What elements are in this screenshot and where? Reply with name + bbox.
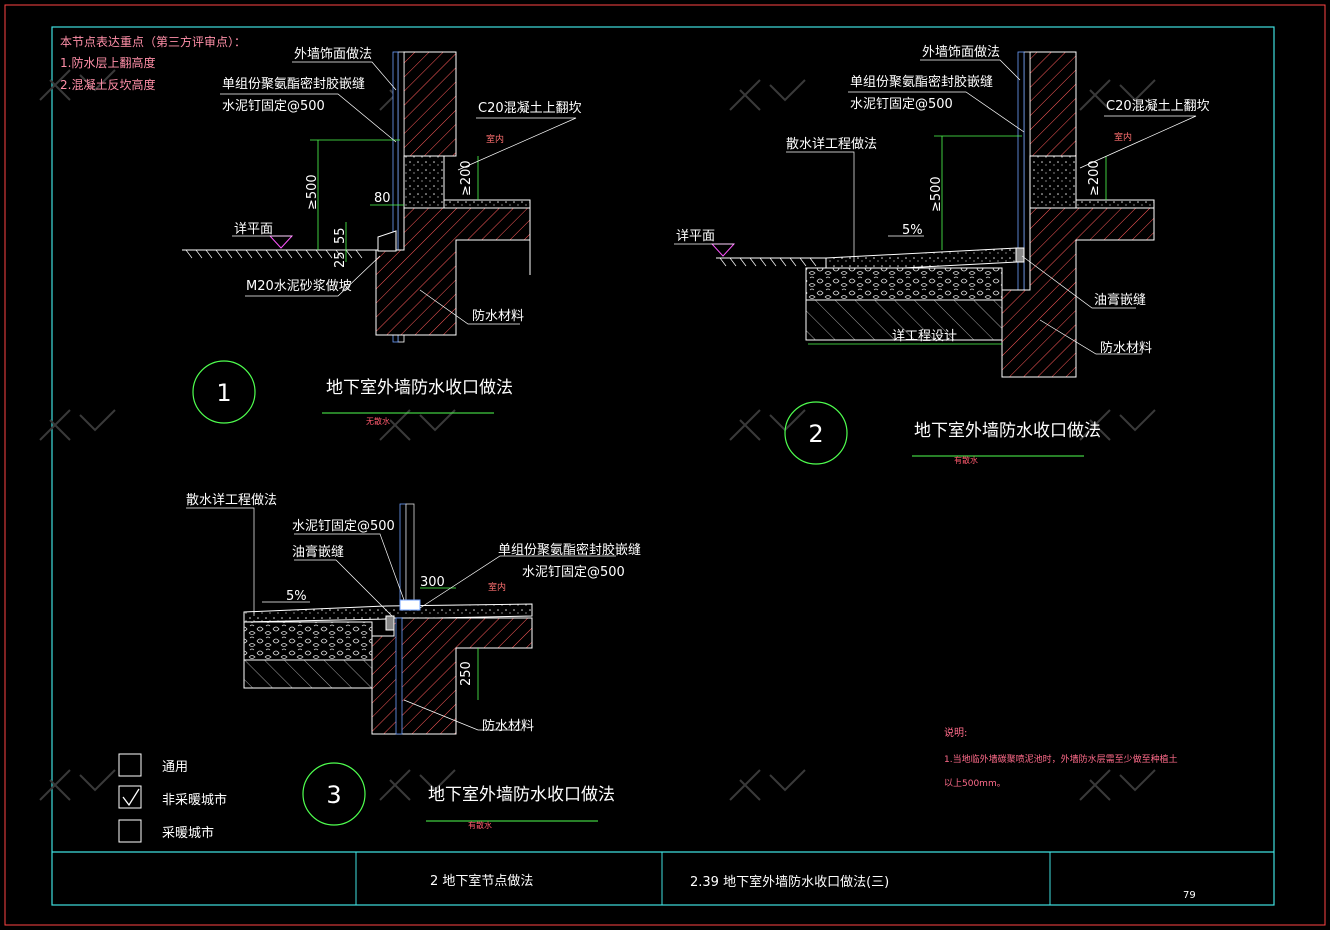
d3-indoor-label: 室内: [488, 581, 506, 593]
legend-label-2: 非采暖城市: [162, 792, 227, 808]
check-icon: [122, 788, 140, 807]
legend: 通用 非采暖城市 采暖城市: [118, 753, 227, 843]
key-points-title: 本节点表达重点（第三方评审点）：: [60, 34, 246, 49]
page-number: 79: [1183, 890, 1196, 901]
d2-design-label: 详工程设计: [892, 329, 957, 344]
d3-dim-300: 300: [420, 575, 445, 590]
notes-line-2: 以上500mm。: [944, 778, 1006, 789]
key-point-1: 1.防水层上翻高度: [60, 55, 155, 70]
d1-nail-label: 水泥钉固定@500: [222, 99, 325, 114]
d3-membrane-label: 防水材料: [482, 718, 534, 734]
d2-grade-label: 详平面: [676, 229, 715, 244]
legend-checkbox-3[interactable]: [118, 819, 142, 843]
d1-dim-25: 25: [333, 251, 348, 268]
d3-slope-label: 5%: [286, 589, 307, 604]
d3-asphalt-label: 油膏嵌缝: [292, 544, 344, 560]
d1-dim-height: ≥500: [305, 174, 320, 210]
d2-nail-label: 水泥钉固定@500: [850, 97, 953, 112]
d3-subtitle: 有散水: [468, 820, 492, 830]
d2-dim-height: ≥500: [929, 176, 944, 212]
d1-number: 1: [216, 379, 231, 407]
d1-indoor-label: 室内: [486, 133, 504, 145]
d1-dim-curb: ≥200: [459, 160, 474, 196]
detail-1: 外墙饰面做法 单组份聚氨酯密封胶嵌缝 水泥钉固定@500 C20混凝土上翻坎 室…: [182, 47, 582, 426]
d3-title: 地下室外墙防水收口做法: [428, 785, 615, 805]
key-point-2: 2.混凝土反坎高度: [60, 77, 155, 92]
d2-sealant-label: 单组份聚氨酯密封胶嵌缝: [850, 74, 993, 90]
d1-sealant-label: 单组份聚氨酯密封胶嵌缝: [222, 76, 365, 92]
d3-number: 3: [326, 781, 341, 809]
inner-frame: [51, 26, 1275, 906]
d1-membrane-label: 防水材料: [472, 308, 524, 324]
d1-mortar-label: M20水泥砂浆做坡: [246, 279, 352, 294]
d3-nail-label: 水泥钉固定@500: [522, 565, 625, 580]
d2-finish-label: 外墙饰面做法: [922, 45, 1000, 60]
d2-dim-curb: ≥200: [1087, 160, 1102, 196]
legend-checkbox-2[interactable]: [118, 785, 142, 809]
d1-dim-55: 55: [333, 227, 348, 244]
outer-frame: [4, 4, 1326, 926]
detail-3: 散水详工程做法 水泥钉固定@500 油膏嵌缝 单组份聚氨酯密封胶嵌缝 水泥钉固定…: [186, 493, 641, 830]
d1-subtitle: 无散水: [366, 416, 390, 426]
d2-curb-label: C20混凝土上翻坎: [1106, 98, 1210, 114]
d3-apron-label: 散水详工程做法: [186, 493, 277, 508]
d1-grade-label: 详平面: [234, 222, 273, 237]
title-block-drawing: 2.39 地下室外墙防水收口做法(三): [690, 874, 889, 890]
legend-checkbox-1[interactable]: [118, 753, 142, 777]
notes: 说明: 1.当地临外墙碳聚喷泥池时，外墙防水层需至少做至种植土 以上500mm。: [944, 726, 1178, 789]
d1-curb-label: C20混凝土上翻坎: [478, 100, 582, 116]
d3-nail-top-label: 水泥钉固定@500: [292, 519, 395, 534]
d1-title: 地下室外墙防水收口做法: [326, 378, 513, 398]
d2-slope-label: 5%: [902, 223, 923, 238]
d2-asphalt-label: 油膏嵌缝: [1094, 292, 1146, 308]
d1-dim-80: 80: [374, 191, 391, 206]
notes-title: 说明:: [944, 726, 967, 739]
legend-label-3: 采暖城市: [162, 825, 214, 841]
d1-finish-label: 外墙饰面做法: [294, 47, 372, 62]
d2-membrane-label: 防水材料: [1100, 340, 1152, 356]
d2-number: 2: [808, 420, 823, 448]
detail-2: 外墙饰面做法 单组份聚氨酯密封胶嵌缝 水泥钉固定@500 C20混凝土上翻坎 室…: [674, 45, 1210, 465]
d2-subtitle: 有散水: [954, 455, 978, 465]
legend-label-1: 通用: [162, 760, 188, 775]
d2-apron-label: 散水详工程做法: [786, 137, 877, 152]
d3-sealant-label: 单组份聚氨酯密封胶嵌缝: [498, 542, 641, 558]
d3-dim-250: 250: [459, 661, 474, 686]
d2-title: 地下室外墙防水收口做法: [914, 421, 1101, 441]
notes-line-1: 1.当地临外墙碳聚喷泥池时，外墙防水层需至少做至种植土: [944, 753, 1178, 765]
d2-indoor-label: 室内: [1114, 131, 1132, 143]
title-block-section: 2 地下室节点做法: [430, 873, 533, 889]
